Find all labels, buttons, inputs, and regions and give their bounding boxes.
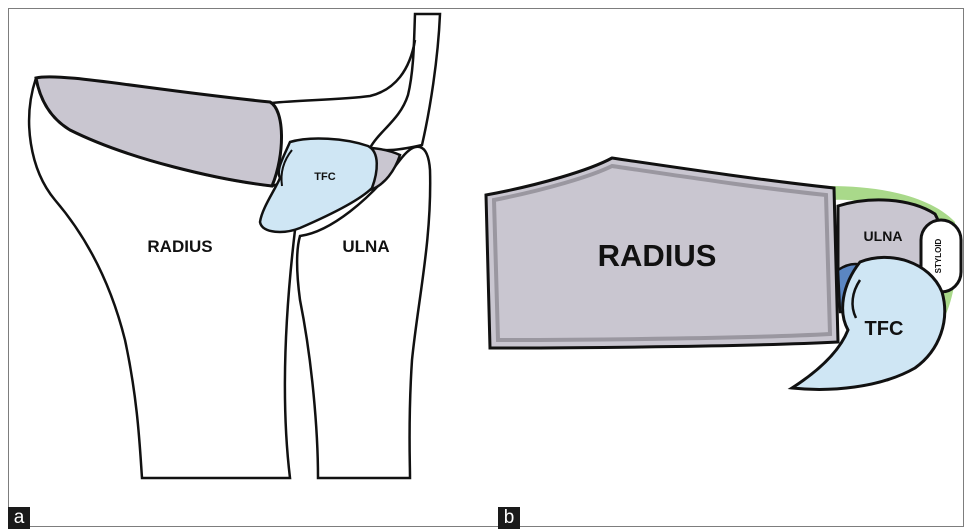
panel-a-capsule-contour: [272, 40, 415, 103]
panel-b-tag: b: [498, 507, 520, 529]
panel-a-tfc-label: TFC: [314, 171, 335, 183]
panel-b-styloid-label: STYLOID: [934, 238, 943, 273]
panel-a-tag: a: [8, 507, 30, 529]
panel-b-tfc-label: TFC: [865, 318, 904, 340]
panel-b-drawing: [486, 158, 961, 389]
panel-b-radius-label: RADIUS: [598, 238, 717, 273]
panel-a-ulna-label: ULNA: [342, 237, 389, 256]
panel-a-ulna-styloid: [370, 14, 440, 150]
panel-b-ulna-label: ULNA: [864, 228, 903, 244]
panel-a-radius-label: RADIUS: [147, 237, 212, 256]
